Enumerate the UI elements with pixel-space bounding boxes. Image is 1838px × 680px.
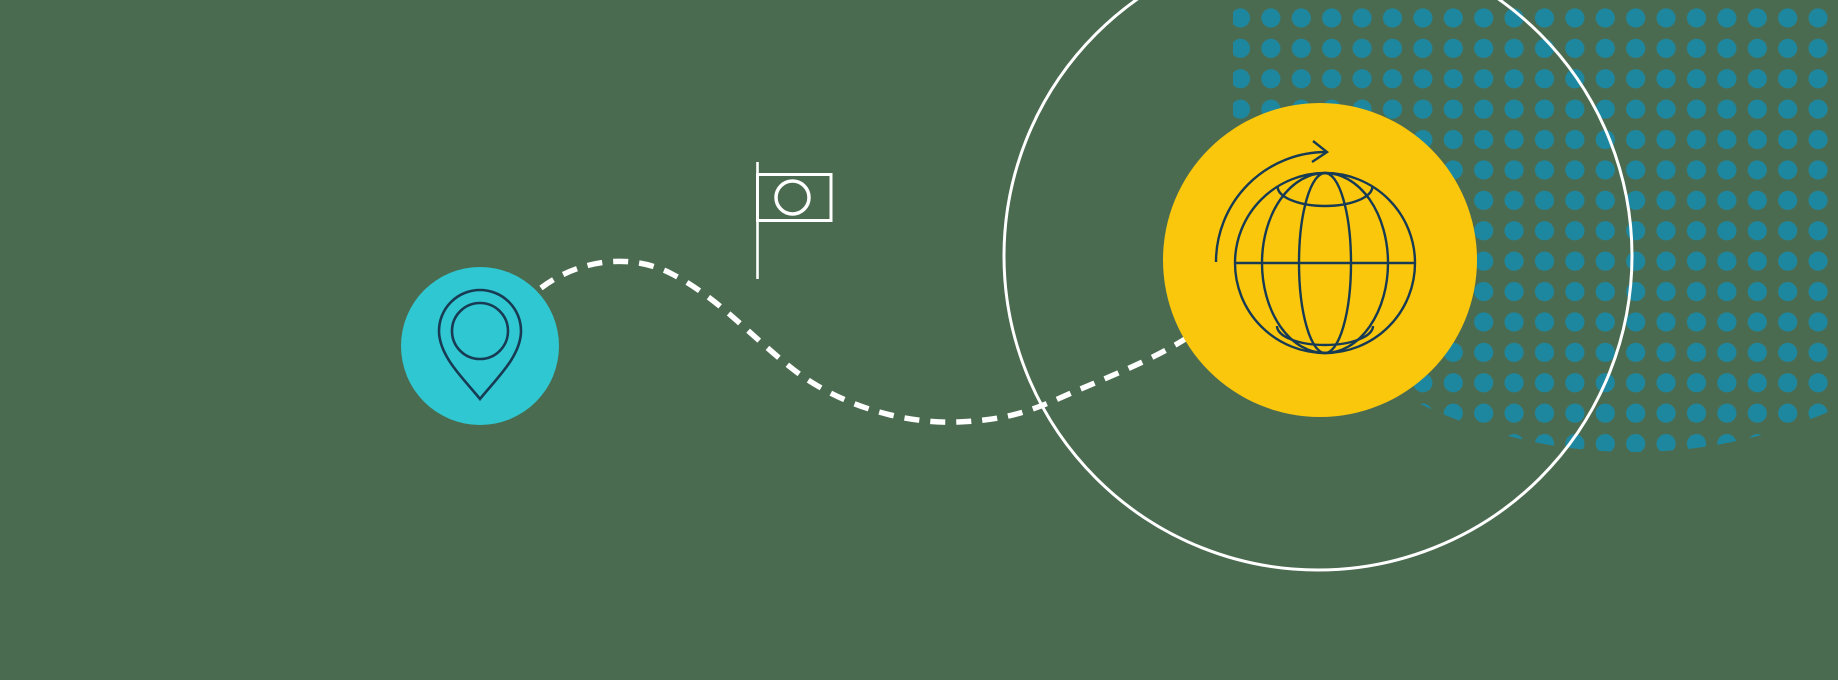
flag-icon (756, 162, 833, 279)
globe-parallel-bottom (1275, 325, 1375, 347)
start-point-circle (401, 267, 559, 425)
outline-ring (1002, 0, 1634, 572)
globe-icon (1214, 140, 1417, 355)
dashed-route-path (539, 258, 1192, 425)
flag-circle-emblem (774, 179, 811, 216)
rotation-arrow-icon (1214, 140, 1330, 263)
destination-circle (1163, 103, 1477, 417)
location-pin-icon (437, 288, 523, 402)
flag-banner (756, 173, 833, 222)
start-point (401, 267, 559, 425)
globe-parallel-top (1276, 186, 1374, 208)
